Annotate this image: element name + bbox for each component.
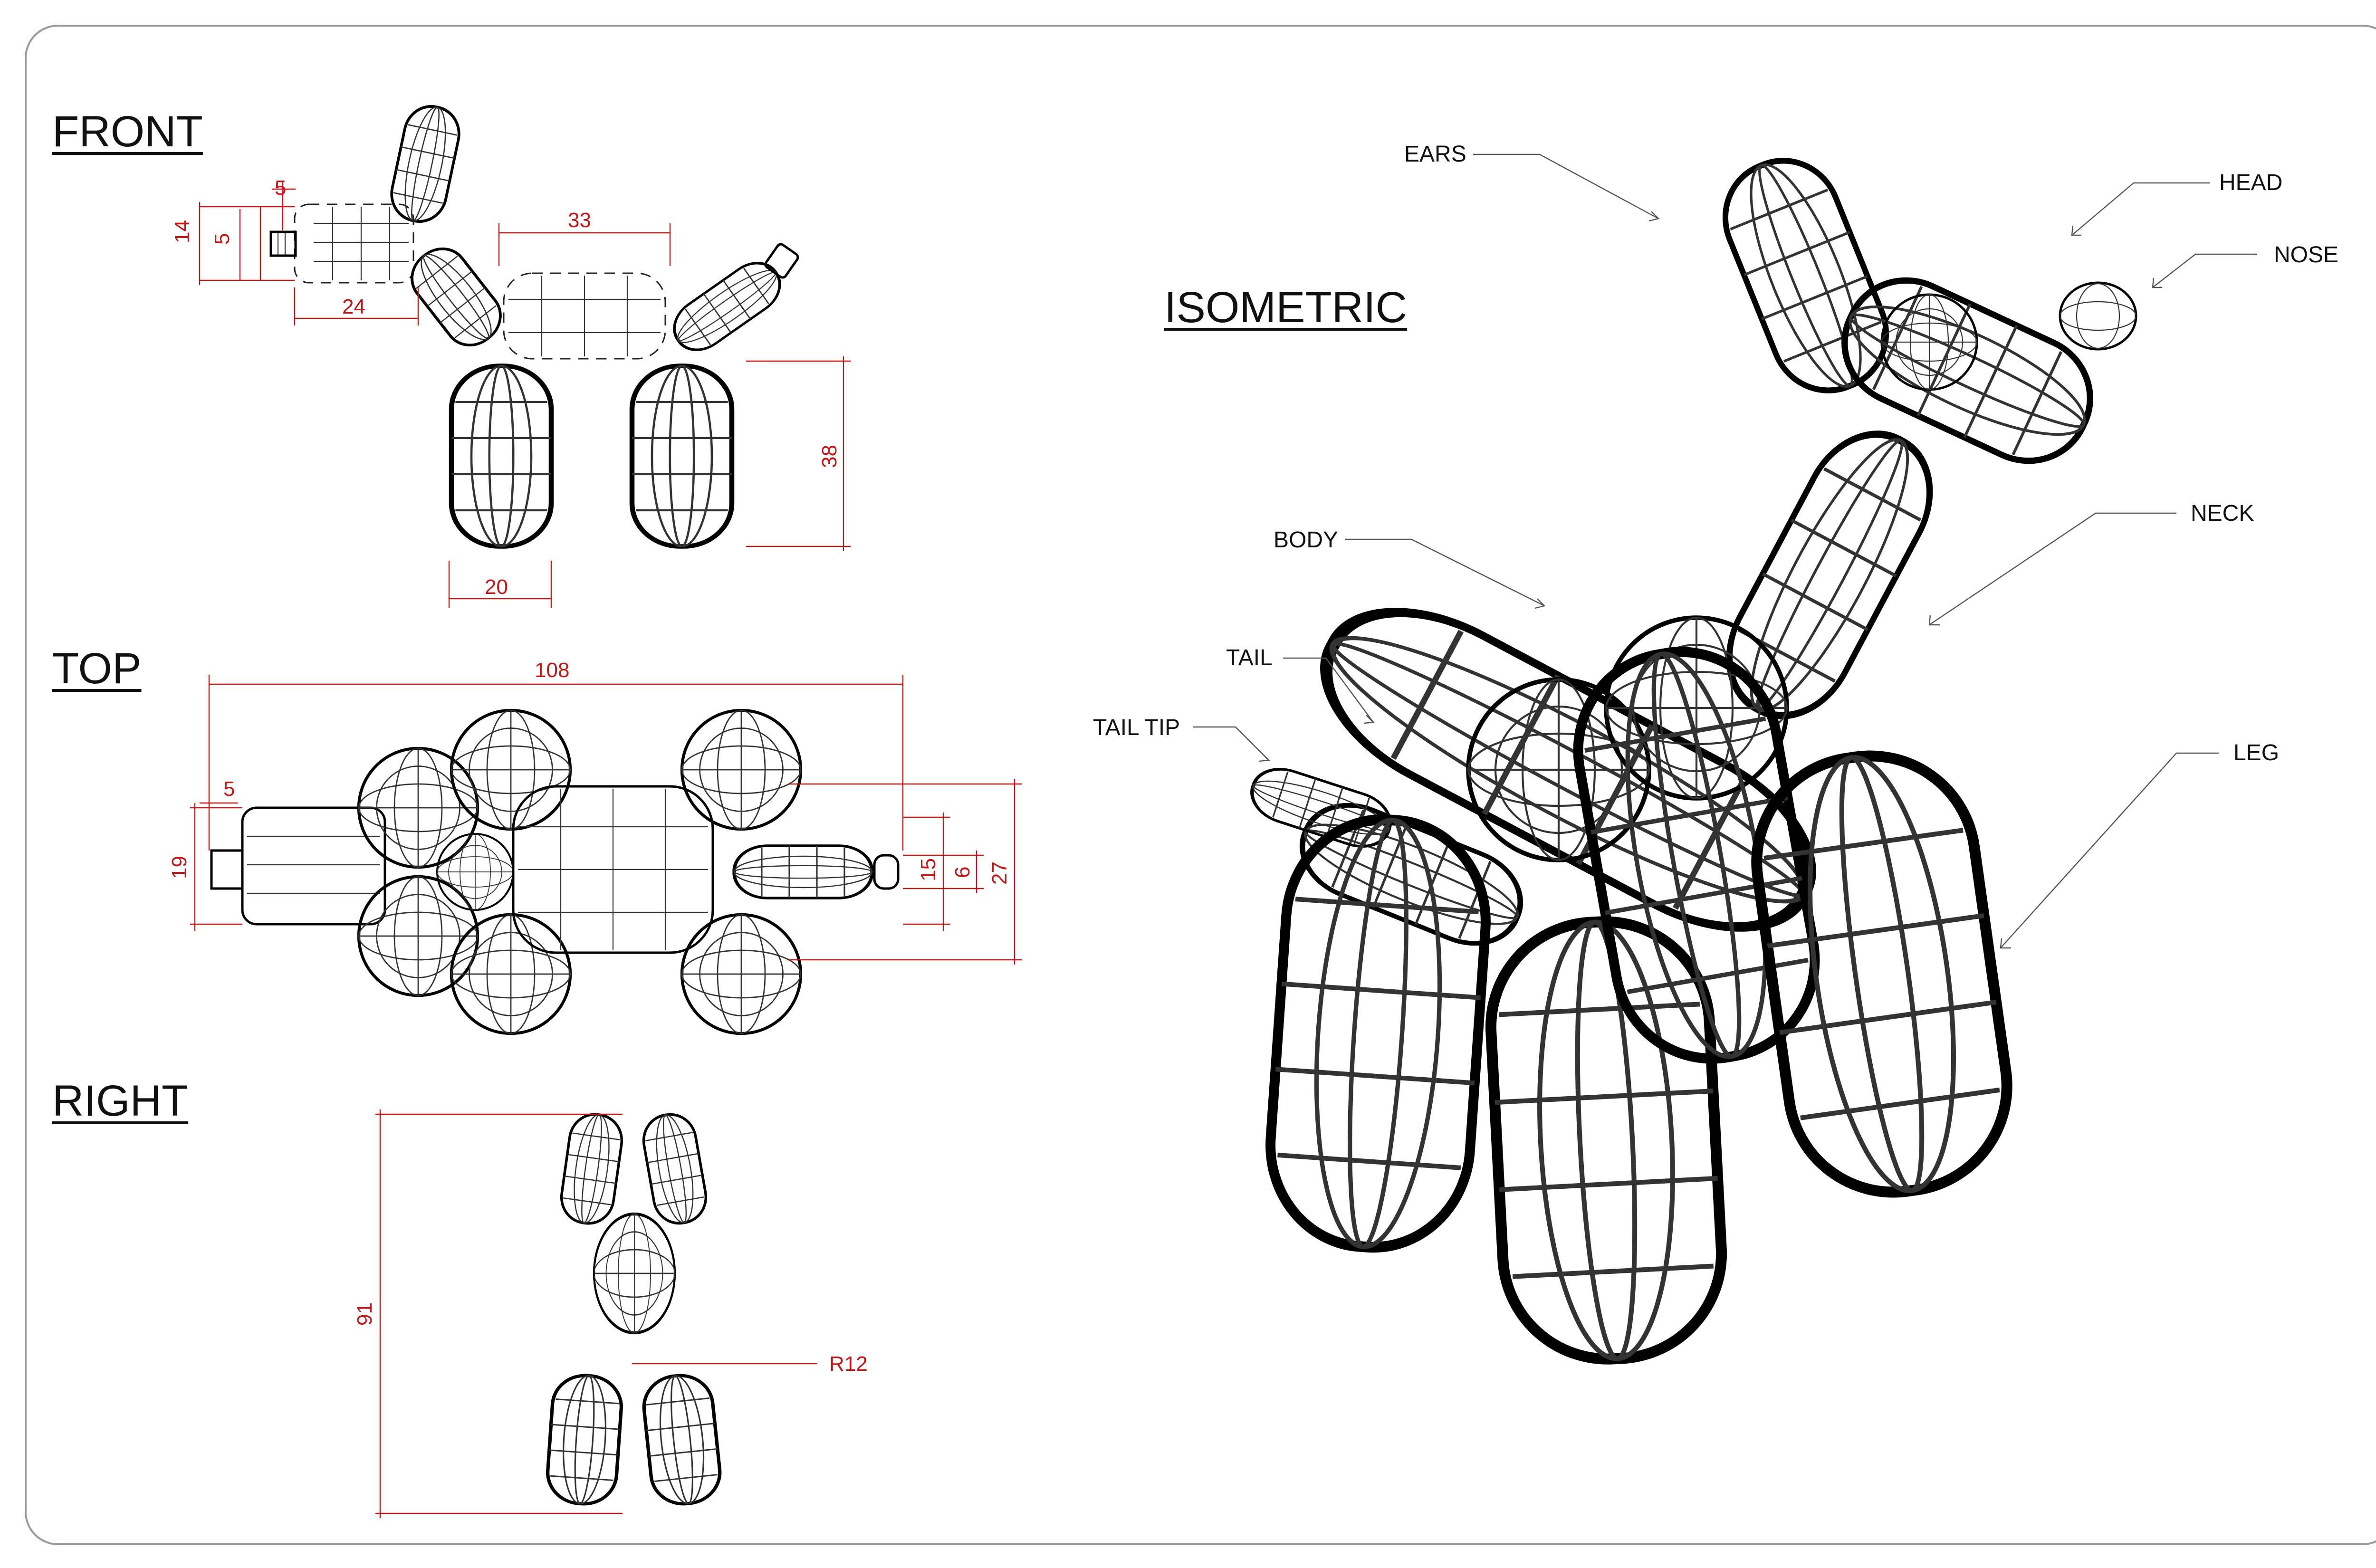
isometric-view-title: ISOMETRIC <box>1164 283 1408 332</box>
front-dim-leg-height: 38 <box>818 445 841 468</box>
callout-leg: LEG <box>2233 740 2279 765</box>
right-view-drawing: 91 R12 <box>353 1109 868 1518</box>
callout-neck: NECK <box>2191 501 2254 526</box>
top-dim-overall-length: 108 <box>535 659 569 682</box>
top-view-title: TOP <box>52 644 142 693</box>
isometric-view-drawing: EARS HEAD NOSE NECK BODY TAIL TAIL TIP L… <box>1093 142 2338 1364</box>
front-view-title: FRONT <box>52 107 203 156</box>
front-dim-leg-width: 20 <box>485 575 508 599</box>
top-dim-tail-tip-width: 6 <box>951 867 974 878</box>
callout-tail: TAIL <box>1226 645 1273 670</box>
callout-tail-tip: TAIL TIP <box>1093 715 1180 740</box>
front-dim-body-length: 33 <box>568 209 591 232</box>
callout-head: HEAD <box>2219 170 2282 195</box>
right-dim-overall-height: 91 <box>353 1302 376 1326</box>
top-dim-tail-width: 15 <box>917 858 940 881</box>
top-dim-nose-length: 5 <box>223 777 235 801</box>
top-dim-head-width: 19 <box>168 856 191 879</box>
front-view-drawing: 5 14 5 24 33 38 20 <box>171 102 851 608</box>
front-dim-head-height: 14 <box>171 220 194 243</box>
front-dim-nose-height: 5 <box>211 233 234 245</box>
callout-nose: NOSE <box>2274 242 2338 268</box>
callout-body: BODY <box>1274 527 1338 553</box>
top-dim-overall-width: 27 <box>988 861 1011 885</box>
sheet-border <box>25 25 2376 1545</box>
front-dim-nose-length: 5 <box>275 176 286 200</box>
callout-ears: EARS <box>1404 142 1466 167</box>
right-view-title: RIGHT <box>52 1077 189 1125</box>
right-dim-radius: R12 <box>829 1352 868 1376</box>
front-dim-head-length: 24 <box>342 295 365 318</box>
top-view-drawing: 108 5 19 15 6 27 <box>168 659 1022 1033</box>
